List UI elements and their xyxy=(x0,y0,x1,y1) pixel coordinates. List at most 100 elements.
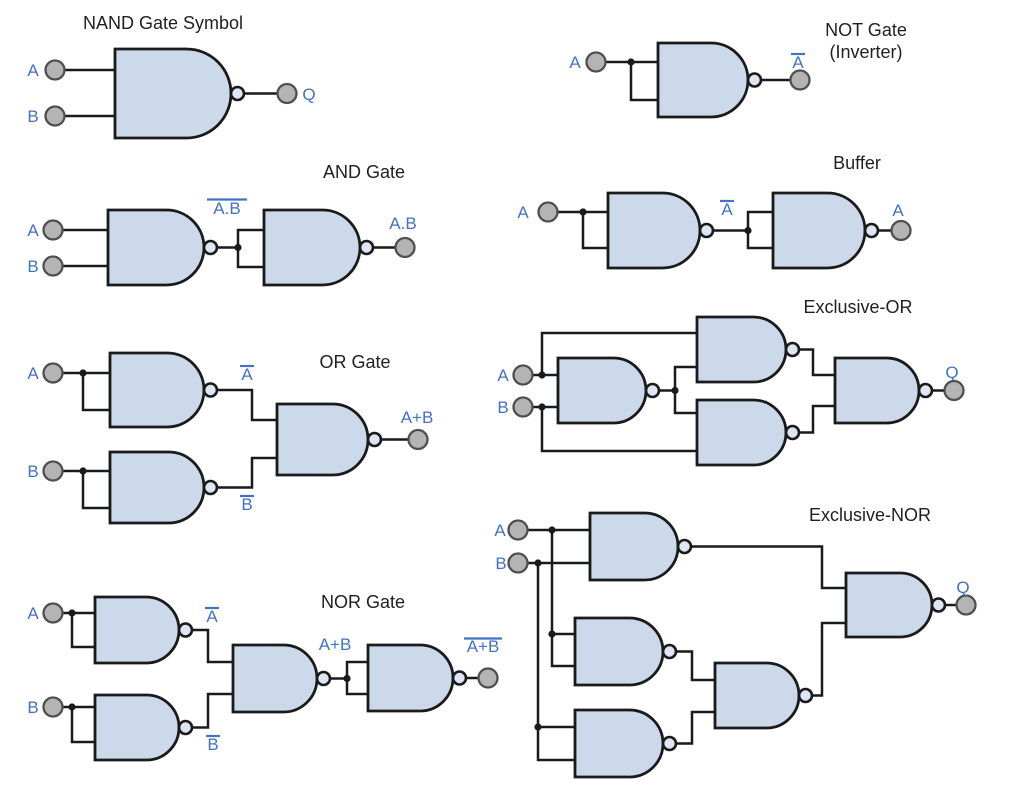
output-label: Q xyxy=(302,85,315,104)
wire xyxy=(540,331,697,375)
inversion-bubble xyxy=(177,719,194,736)
nand-gate-body xyxy=(713,661,801,730)
wire xyxy=(536,563,575,762)
circuit-exclusive-or: Exclusive-OR A B Q xyxy=(497,297,965,467)
junction-dot xyxy=(534,559,542,567)
output-terminal xyxy=(890,219,912,242)
nand-gate-body xyxy=(573,616,665,687)
junction-dot xyxy=(627,58,635,66)
input-terminal-a xyxy=(512,364,534,386)
input-terminal-a xyxy=(42,219,64,241)
wire xyxy=(550,530,575,668)
wire xyxy=(540,407,697,453)
input-terminal-b xyxy=(42,460,64,482)
junction-dot xyxy=(234,243,242,252)
input-terminal-b xyxy=(44,105,66,127)
output-terminal xyxy=(276,82,298,105)
input-label-a: A xyxy=(27,364,39,383)
inversion-bubble xyxy=(917,382,934,399)
junction-dot xyxy=(744,226,752,235)
nand-gate-body xyxy=(93,595,181,665)
wire xyxy=(691,545,846,590)
junction-dot xyxy=(343,674,351,683)
junction-dot xyxy=(548,526,556,534)
intermediate-label: B xyxy=(207,735,218,754)
input-label-a: A xyxy=(517,203,529,222)
circuit-not-gate: NOT Gate (Inverter) A A xyxy=(569,20,907,119)
inversion-bubble xyxy=(698,222,715,239)
nand-gate-body xyxy=(108,450,206,525)
nand-gate-body xyxy=(262,208,362,287)
output-label: A+B xyxy=(401,408,434,427)
input-terminal-b xyxy=(42,255,64,277)
circuit-or-gate: OR Gate A B A B A+B xyxy=(27,351,434,525)
wire xyxy=(81,373,110,412)
wire xyxy=(217,388,277,422)
nand-gate-body xyxy=(556,356,648,425)
output-label: A xyxy=(792,53,804,72)
inversion-bubble xyxy=(784,341,801,358)
inversion-bubble xyxy=(315,670,332,687)
junction-dot xyxy=(79,467,87,475)
wire xyxy=(676,650,715,682)
circuit-title: NAND Gate Symbol xyxy=(83,13,243,33)
wire xyxy=(70,613,95,649)
intermediate-label: A xyxy=(721,200,733,219)
input-label-a: A xyxy=(27,61,39,80)
circuit-title: Buffer xyxy=(833,153,881,173)
input-terminal-a xyxy=(585,51,607,73)
input-terminal-b xyxy=(507,552,529,574)
input-label-b: B xyxy=(27,698,38,717)
inversion-bubble xyxy=(229,85,246,102)
circuit-title-line2: (Inverter) xyxy=(829,42,902,62)
circuit-nand-symbol: NAND Gate Symbol A B Q xyxy=(27,13,316,140)
nand-gate-body xyxy=(106,208,206,287)
input-terminal-a xyxy=(42,362,64,384)
input-terminal-a xyxy=(42,602,64,624)
wire xyxy=(676,710,715,745)
wire xyxy=(81,471,110,510)
junction-dot xyxy=(538,371,546,379)
input-terminal-a xyxy=(44,59,66,81)
nand-gate-body xyxy=(771,191,867,270)
circuit-buffer: Buffer A A A xyxy=(517,153,912,270)
circuit-title-line1: NOT Gate xyxy=(825,20,907,40)
input-label-b: B xyxy=(27,107,38,126)
wire xyxy=(746,210,773,250)
nand-gate-body xyxy=(93,693,181,762)
input-label-b: B xyxy=(27,257,38,276)
inversion-bubble xyxy=(202,382,219,398)
inversion-bubble xyxy=(644,382,661,399)
wire xyxy=(799,348,835,377)
nand-gate-body xyxy=(231,643,319,714)
nand-gate-body xyxy=(573,708,665,779)
wire xyxy=(192,628,233,664)
circuit-title: Exclusive-NOR xyxy=(809,505,931,525)
input-terminal-b xyxy=(42,696,64,718)
nand-gate-body xyxy=(844,571,934,639)
input-label-b: B xyxy=(497,398,508,417)
inversion-bubble xyxy=(366,431,383,448)
intermediate-label: A+B xyxy=(319,635,352,654)
inversion-bubble xyxy=(676,538,693,555)
input-label-a: A xyxy=(27,604,39,623)
junction-dot xyxy=(534,723,542,731)
output-label: Q xyxy=(956,578,969,597)
nand-gate-body xyxy=(108,351,206,429)
junction-dot xyxy=(548,630,556,638)
inversion-bubble xyxy=(784,424,801,441)
junction-dot xyxy=(579,208,587,216)
output-terminal xyxy=(394,236,416,259)
wire xyxy=(812,621,846,697)
nand-gate-body xyxy=(588,511,680,582)
input-terminal-b xyxy=(512,396,534,418)
inversion-bubble xyxy=(661,735,678,752)
inversion-bubble xyxy=(930,597,947,613)
junction-dot xyxy=(68,703,76,711)
output-label: A+B xyxy=(467,637,500,656)
input-label-a: A xyxy=(27,221,39,240)
inversion-bubble xyxy=(202,239,219,256)
nand-gate-body xyxy=(695,315,788,384)
